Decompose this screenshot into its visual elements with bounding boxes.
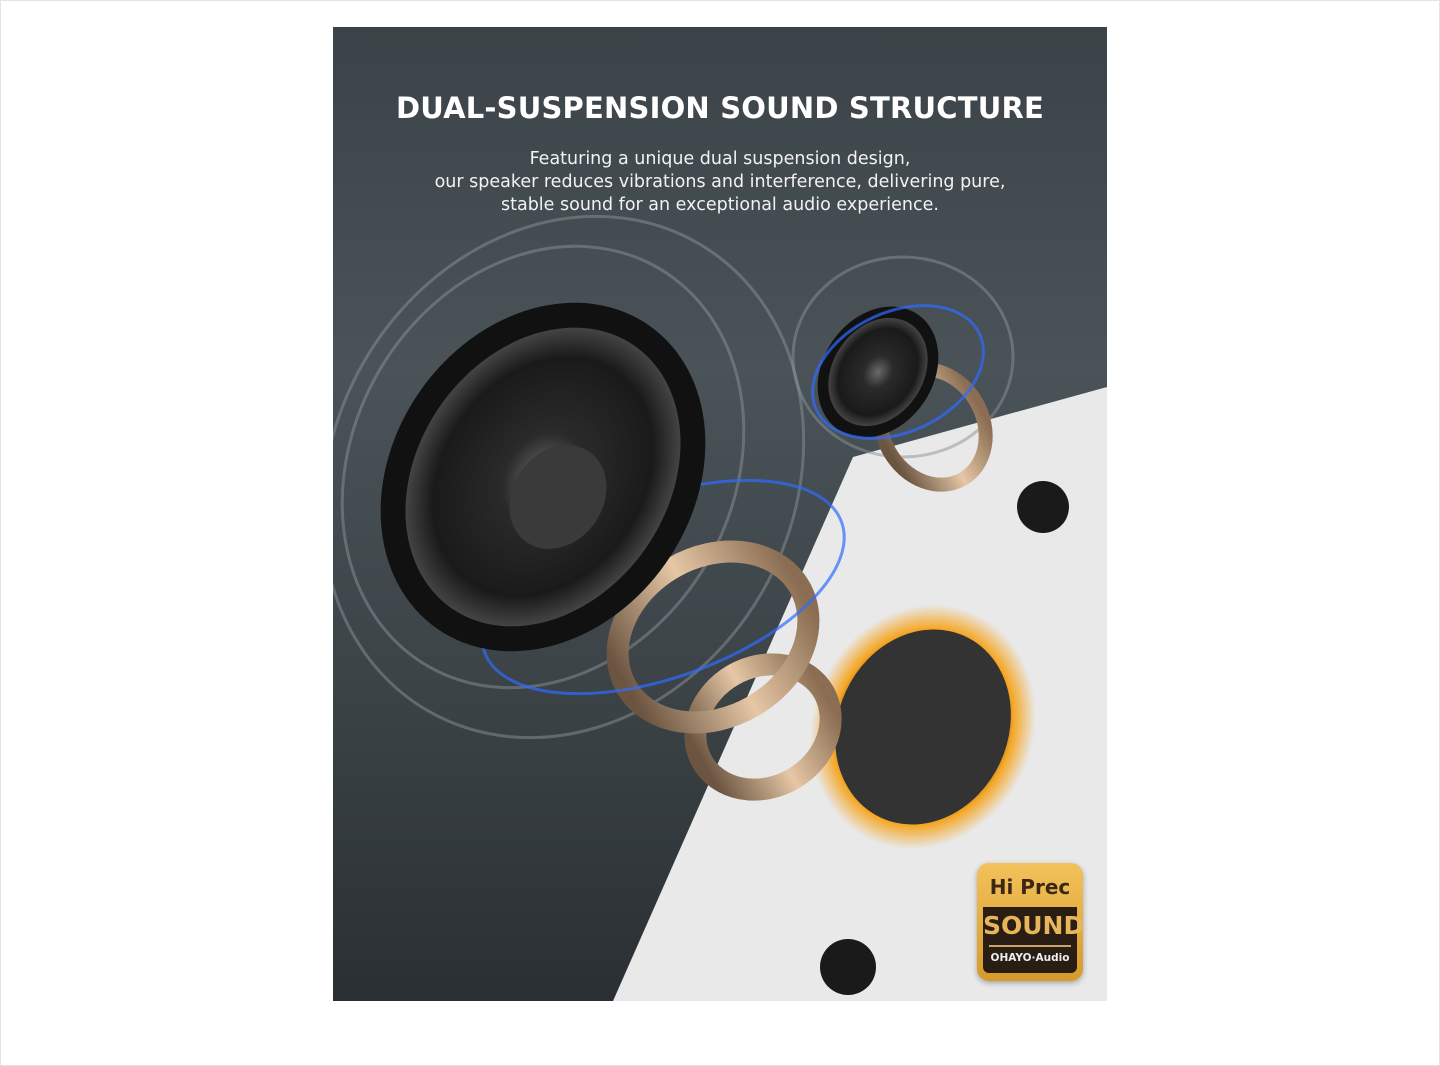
badge-line1: Hi Prec bbox=[989, 875, 1071, 899]
badge-brand: OHAYO·Audio bbox=[990, 952, 1070, 964]
speaker-illustration bbox=[333, 214, 1107, 1001]
description: Featuring a unique dual suspension desig… bbox=[333, 148, 1107, 217]
description-line: our speaker reduces vibrations and inter… bbox=[434, 172, 1006, 192]
description-line: Featuring a unique dual suspension desig… bbox=[529, 149, 911, 169]
description-line: stable sound for an exceptional audio ex… bbox=[501, 195, 939, 215]
hi-prec-sound-badge: Hi Prec SOUND OHAYO·Audio bbox=[977, 863, 1085, 981]
headline: DUAL-SUSPENSION SOUND STRUCTURE bbox=[395, 91, 1045, 125]
product-image: DUAL-SUSPENSION SOUND STRUCTURE Featurin… bbox=[333, 27, 1107, 1001]
badge-line2: SOUND bbox=[983, 911, 1085, 940]
badge-divider bbox=[989, 945, 1071, 947]
